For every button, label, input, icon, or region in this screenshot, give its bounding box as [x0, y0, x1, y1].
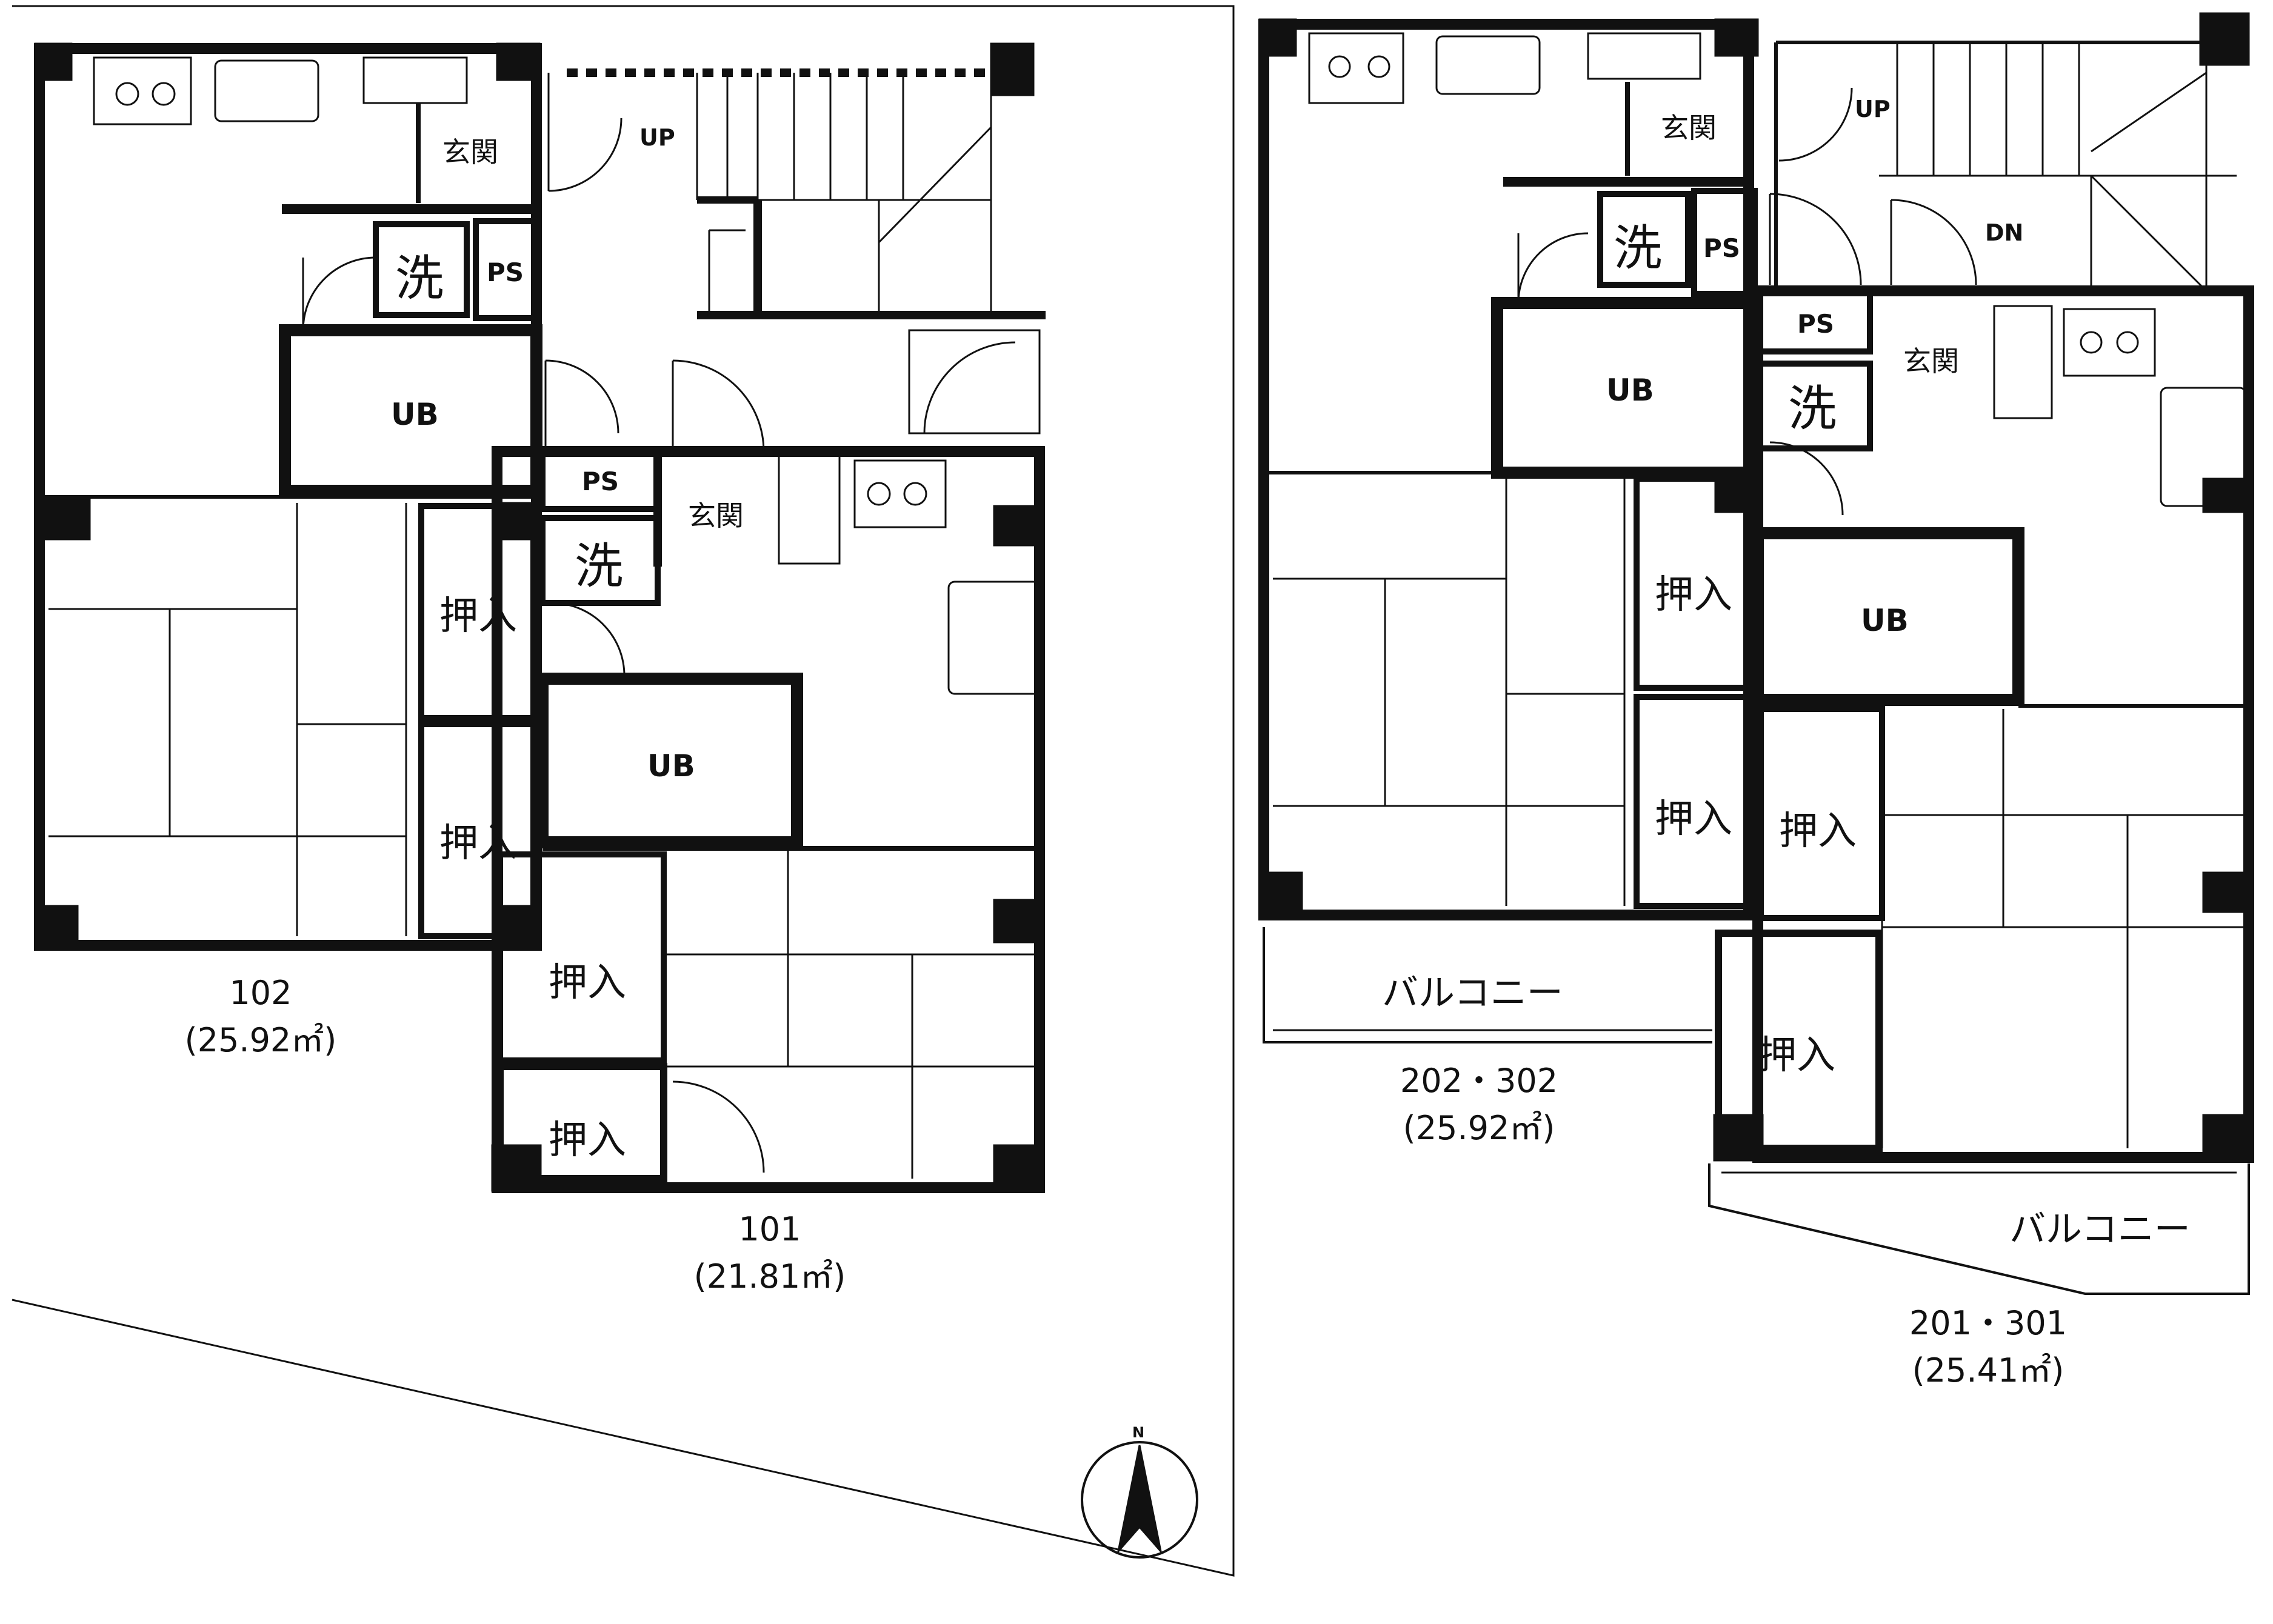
balcony-label-201: バルコニー	[2009, 1208, 2191, 1251]
genkan-label-201: 玄関	[1903, 345, 1959, 378]
wash-label-101: 洗	[575, 538, 623, 594]
unit-202-area: (25.92㎡)	[1403, 1109, 1555, 1147]
north-label: N	[1132, 1424, 1145, 1441]
unit-102-label: 102 (25.92㎡)	[176, 970, 345, 1064]
unit-201-label: 201・301 (25.41㎡)	[1885, 1300, 2091, 1394]
oshiire-label-201b: 押入	[1758, 1033, 1835, 1078]
ps-label-102: PS	[487, 258, 524, 287]
ub-label-102: UB	[391, 397, 439, 432]
oshiire-label-102b: 押入	[439, 821, 517, 866]
ub-label-201: UB	[1861, 603, 1909, 638]
unit-201-area: (25.41㎡)	[1912, 1351, 2064, 1389]
site-boundary	[12, 5, 1235, 1577]
unit-101-wall	[492, 446, 1045, 1193]
ub-101	[536, 673, 803, 848]
oshiire-label-101b: 押入	[549, 1118, 626, 1163]
unit-102-area: (25.92㎡)	[184, 1021, 337, 1059]
genkan-label-101: 玄関	[688, 499, 744, 532]
ps-label-202: PS	[1703, 233, 1741, 263]
oshiire-label-201a: 押入	[1779, 809, 1857, 854]
ps-label-201: PS	[1797, 309, 1835, 339]
stair-down-label-right: DN	[1985, 219, 2024, 246]
unit-201-name: 201・301	[1909, 1304, 2068, 1342]
stair-up-label-left: UP	[639, 124, 675, 151]
ps-label-101: PS	[582, 467, 619, 496]
oshiire-label-202b: 押入	[1655, 797, 1732, 842]
ub-102	[279, 324, 542, 497]
oshiire-label-102a: 押入	[439, 594, 517, 639]
wash-label-202: 洗	[1614, 220, 1662, 276]
genkan-label-102: 玄関	[442, 136, 498, 168]
unit-101-area: (21.81㎡)	[693, 1257, 846, 1296]
oshiire-label-202a: 押入	[1655, 573, 1732, 617]
stair-up-label-right: UP	[1855, 96, 1891, 122]
ub-201	[1752, 527, 2024, 706]
ub-202	[1491, 297, 1758, 479]
ub-label-202: UB	[1606, 373, 1654, 408]
unit-202-label: 202・302 (25.92㎡)	[1370, 1057, 1588, 1152]
unit-101-name: 101	[738, 1210, 801, 1248]
wash-label-102: 洗	[395, 250, 444, 307]
wash-label-201: 洗	[1788, 381, 1837, 437]
genkan-label-202: 玄関	[1661, 111, 1717, 144]
balcony-label-202: バルコニー	[1382, 972, 1563, 1014]
oshiire-label-101a: 押入	[549, 960, 626, 1005]
unit-202-name: 202・302	[1400, 1062, 1558, 1100]
ub-label-101: UB	[647, 748, 695, 784]
unit-102-name: 102	[229, 974, 292, 1012]
unit-101-label: 101 (21.81㎡)	[685, 1206, 855, 1300]
